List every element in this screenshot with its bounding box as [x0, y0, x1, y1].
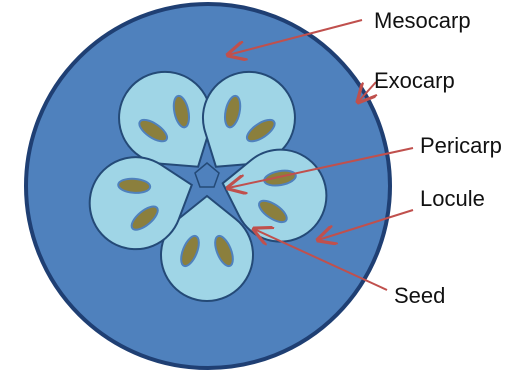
pericarp-label: Pericarp	[420, 133, 502, 158]
seed-label: Seed	[394, 283, 445, 308]
locule-label: Locule	[420, 186, 485, 211]
mesocarp-label: Mesocarp	[374, 8, 471, 33]
exocarp-label: Exocarp	[374, 68, 455, 93]
